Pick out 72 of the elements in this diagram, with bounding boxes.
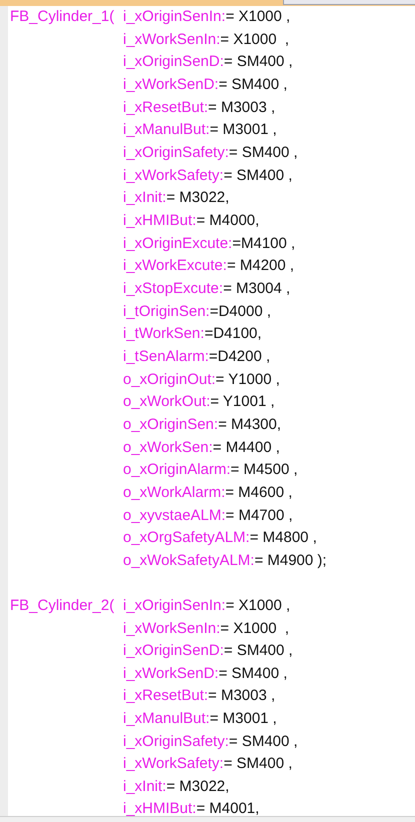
parameter-value: = M4000, (196, 212, 260, 230)
parameter-name: i_xResetBut: (123, 98, 208, 117)
parameter-value: = M3001 , (210, 121, 277, 140)
parameter-name: i_xWorkSenD: (123, 664, 219, 683)
parameter-name: i_xWorkSenD: (123, 76, 219, 94)
parameter-value: = M3003 , (208, 687, 276, 706)
parameter-value: =D4200 , (208, 348, 270, 366)
parameter-name: o_xWorkOut: (123, 393, 210, 412)
parameter-name: i_xManulBut: (123, 121, 210, 140)
parameter-name: i_xWorkSafety: (123, 166, 224, 185)
parameter-name: o_xWorkAlarm: (123, 484, 226, 502)
parameter-value: = SM400 , (218, 76, 288, 94)
parameter-value: = M3001 , (210, 710, 277, 728)
parameter-name: i_xResetBut: (123, 687, 208, 706)
parameter-name: i_xWorkExcute: (123, 257, 227, 276)
parameter-value: = M3003 , (208, 98, 276, 117)
parameter-value: =D4100, (204, 325, 262, 344)
parameter-value: = M4600 , (225, 484, 292, 502)
function-block-name: FB_Cylinder_1( (10, 8, 114, 26)
parameter-value: = M3022, (166, 189, 230, 208)
parameter-name: i_xOriginSafety: (123, 732, 229, 751)
parameter-name: i_xInit: (123, 189, 166, 208)
parameter-value: = X1000 , (220, 620, 290, 638)
parameter-name: o_xWokSafetyALM: (123, 552, 254, 570)
parameter-name: i_tWorkSen: (123, 325, 204, 344)
parameter-name: i_xWorkSafety: (123, 755, 224, 774)
parameter-value: = M4500 , (230, 461, 298, 480)
function-block-name: FB_Cylinder_2( (10, 597, 114, 615)
parameter-name: o_xOriginOut: (123, 370, 216, 389)
parameter-value: = SM400 , (224, 53, 293, 72)
parameter-value: =D4000 , (210, 302, 272, 321)
parameter-value: = Y1001 , (210, 393, 275, 412)
parameter-value: = M4001, (196, 800, 260, 818)
parameter-name: i_xStopExcute: (123, 280, 224, 298)
parameter-name: i_xOriginSenD: (123, 642, 224, 660)
parameter-value: = X1000 , (226, 597, 290, 615)
parameter-name: i_tOriginSen: (123, 302, 210, 321)
parameter-value: = SM400 , (228, 732, 298, 751)
parameter-name: o_xOriginAlarm: (123, 461, 231, 480)
parameter-value: =M4100 , (232, 234, 296, 253)
parameter-name: i_xHMIBut: (123, 800, 196, 818)
parameter-name: i_xOriginSenIn: (123, 597, 226, 615)
parameter-name: i_xOriginExcute: (123, 234, 232, 253)
parameter-name: i_xOriginSenD: (123, 53, 224, 72)
parameter-value: = M4200 , (226, 257, 294, 276)
parameter-value: = X1000 , (226, 8, 290, 26)
parameter-name: i_xWorkSenIn: (123, 620, 220, 638)
parameter-value: = SM400 , (228, 144, 298, 162)
parameter-value: = M4400 , (212, 438, 280, 457)
parameter-name: o_xOrgSafetyALM: (123, 529, 250, 548)
parameter-value: = X1000 , (220, 30, 290, 49)
parameter-name: i_xOriginSafety: (123, 144, 229, 162)
parameter-value: = SM400 , (218, 664, 288, 683)
parameter-value: = Y1000 , (216, 370, 280, 389)
parameter-name: o_xOriginSen: (123, 416, 218, 434)
parameter-name: o_xWorkSen: (123, 438, 213, 457)
parameter-name: i_xWorkSenIn: (123, 30, 220, 49)
parameter-value: = SM400 , (224, 755, 292, 774)
parameter-name: i_xHMIBut: (123, 212, 196, 230)
parameter-name: i_tSenAlarm: (123, 348, 209, 366)
parameter-name: i_xManulBut: (123, 710, 210, 728)
parameter-name: o_xyvstaeALM: (123, 506, 226, 525)
parameter-value: = M4900 ); (254, 552, 327, 570)
parameter-name: i_xInit: (123, 778, 166, 796)
parameter-value: = M4800 , (250, 529, 317, 548)
parameter-value: = M3022, (166, 778, 230, 796)
parameter-value: = M4300, (218, 416, 282, 434)
parameter-value: = SM400 , (224, 642, 293, 660)
parameter-value: = M3004 , (223, 280, 290, 298)
parameter-name: i_xOriginSenIn: (123, 8, 226, 26)
parameter-value: = SM400 , (224, 166, 292, 185)
parameter-value: = M4700 , (226, 506, 293, 525)
